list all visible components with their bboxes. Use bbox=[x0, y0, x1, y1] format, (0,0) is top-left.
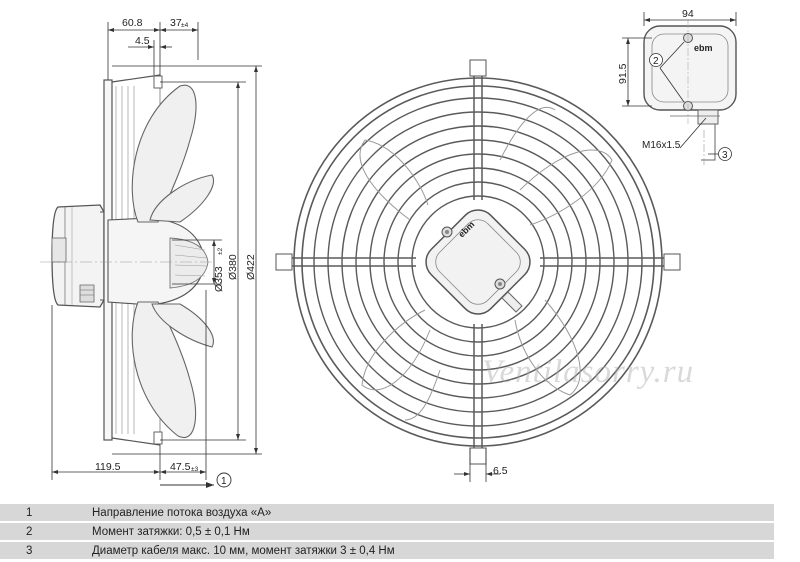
terminal-box-view: ebm 94 91.5 M16x1.5 2 3 bbox=[617, 8, 737, 165]
dim-47-5: 47.5 bbox=[170, 461, 191, 473]
dim-dia-353: Ø353 bbox=[213, 266, 225, 292]
dim-thread: M16x1.5 bbox=[642, 140, 681, 151]
guard-rings bbox=[293, 77, 663, 447]
callout-2: 2 bbox=[653, 56, 659, 67]
dim-47-5-tolerance: ±3 bbox=[191, 466, 199, 473]
legend-number: 3 bbox=[0, 542, 88, 559]
front-dim-6-5 bbox=[454, 448, 500, 482]
legend-text: Момент затяжки: 0,5 ± 0,1 Нм bbox=[88, 523, 774, 540]
side-dims-vertical bbox=[112, 65, 262, 455]
dim-6-5: 6.5 bbox=[493, 465, 508, 477]
legend-row: 2 Момент затяжки: 0,5 ± 0,1 Нм bbox=[0, 523, 774, 540]
side-blades bbox=[131, 84, 214, 439]
box-cable-gland bbox=[697, 109, 719, 125]
fan-technical-drawing: 60.8 37 ±4 4.5 Ø353 ±2 Ø380 Ø422 bbox=[40, 8, 737, 488]
side-view: 60.8 37 ±4 4.5 Ø353 ±2 Ø380 Ø422 bbox=[40, 17, 262, 488]
front-cable-gland bbox=[501, 291, 523, 313]
dim-94: 94 bbox=[682, 8, 694, 20]
dim-60-8: 60.8 bbox=[122, 17, 143, 29]
callout-1: 1 bbox=[221, 476, 227, 487]
side-dims-bottom bbox=[51, 290, 214, 488]
watermark: Ventilasorry.ru bbox=[482, 354, 695, 390]
side-hub bbox=[107, 217, 209, 306]
dim-119-5: 119.5 bbox=[95, 461, 121, 473]
legend-row: 3 Диаметр кабеля макс. 10 мм, момент зат… bbox=[0, 542, 774, 559]
box-brand-logo: ebm bbox=[694, 43, 713, 53]
callout-1-circle bbox=[216, 472, 232, 488]
side-dims-top bbox=[107, 22, 199, 80]
dim-dia-380: Ø380 bbox=[227, 254, 239, 280]
callout-2-circle bbox=[649, 53, 663, 67]
guard-struts bbox=[275, 59, 681, 465]
box-cable bbox=[701, 123, 716, 161]
legend-text: Направление потока воздуха «А» bbox=[88, 504, 774, 521]
front-screw-top-dot bbox=[445, 230, 449, 234]
side-motor-housing bbox=[51, 204, 108, 308]
legend-table: 1 Направление потока воздуха «А» 2 Момен… bbox=[0, 502, 774, 561]
dim-dia-422: Ø422 bbox=[245, 254, 257, 280]
callout-3-circle bbox=[718, 147, 732, 161]
dim-37: 37 bbox=[170, 17, 182, 29]
front-view: ebm 6.5 bbox=[275, 59, 681, 482]
legend-number: 2 bbox=[0, 523, 88, 540]
dim-91-5: 91.5 bbox=[617, 63, 629, 84]
legend-text: Диаметр кабеля макс. 10 мм, момент затяж… bbox=[88, 542, 774, 559]
dim-37-tolerance: ±4 bbox=[181, 22, 189, 29]
dim-4-5: 4.5 bbox=[135, 35, 150, 47]
dim-dia-353-tolerance: ±2 bbox=[217, 247, 224, 255]
front-screw-bottom-dot bbox=[498, 282, 502, 286]
front-blades bbox=[359, 107, 613, 421]
box-dims bbox=[622, 12, 737, 155]
legend-row: 1 Направление потока воздуха «А» bbox=[0, 504, 774, 521]
legend-number: 1 bbox=[0, 504, 88, 521]
callout-3: 3 bbox=[722, 150, 728, 161]
